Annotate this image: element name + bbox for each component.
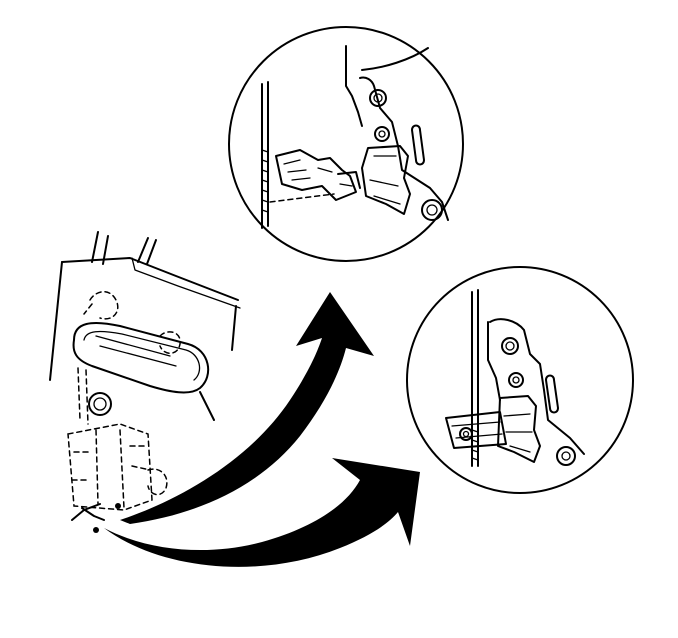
detail-circle-bottom (406, 266, 634, 494)
curved-arrow-bottom (104, 458, 420, 567)
magnifier-circle-bottom (406, 266, 634, 494)
lock-cylinder-icon (88, 392, 112, 416)
magnifier-circle-top (228, 26, 464, 262)
curved-arrow-top (120, 292, 374, 524)
door-panel (49, 231, 241, 533)
detail-circle-top (228, 26, 464, 262)
